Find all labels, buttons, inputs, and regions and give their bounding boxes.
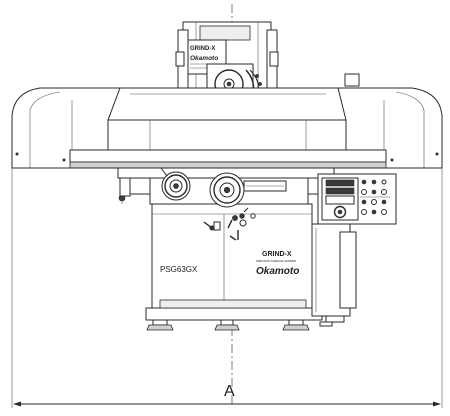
brand-series-label: GRIND-X: [262, 251, 292, 258]
brand-maker-label: Okamoto: [256, 266, 299, 277]
head-maker-label: Okamoto: [190, 55, 218, 62]
cross-feed-handwheel: [160, 167, 191, 201]
leveling-feet: [146, 319, 333, 331]
brand-plate: GRIND-X PRECISION SURFACE GRINDER Okamot…: [256, 251, 299, 277]
control-panel: [317, 173, 397, 225]
electrical-cabinet: [311, 223, 357, 323]
dimension-label: A: [224, 383, 235, 400]
model-label: PSG63GX: [160, 265, 198, 274]
dimension-a: A: [11, 168, 443, 408]
left-bracket: [119, 177, 131, 197]
wheel-head: GRIND-X Okamoto: [175, 21, 279, 111]
rear-post: [344, 73, 360, 87]
brand-tagline-label: PRECISION SURFACE GRINDER: [256, 259, 296, 263]
front-levers: [203, 207, 256, 241]
dimension-arrow-right: [433, 401, 441, 407]
head-series-label: GRIND-X: [190, 46, 215, 52]
dimension-arrow-left: [13, 401, 21, 407]
vertical-feed-handwheel: [209, 172, 287, 208]
